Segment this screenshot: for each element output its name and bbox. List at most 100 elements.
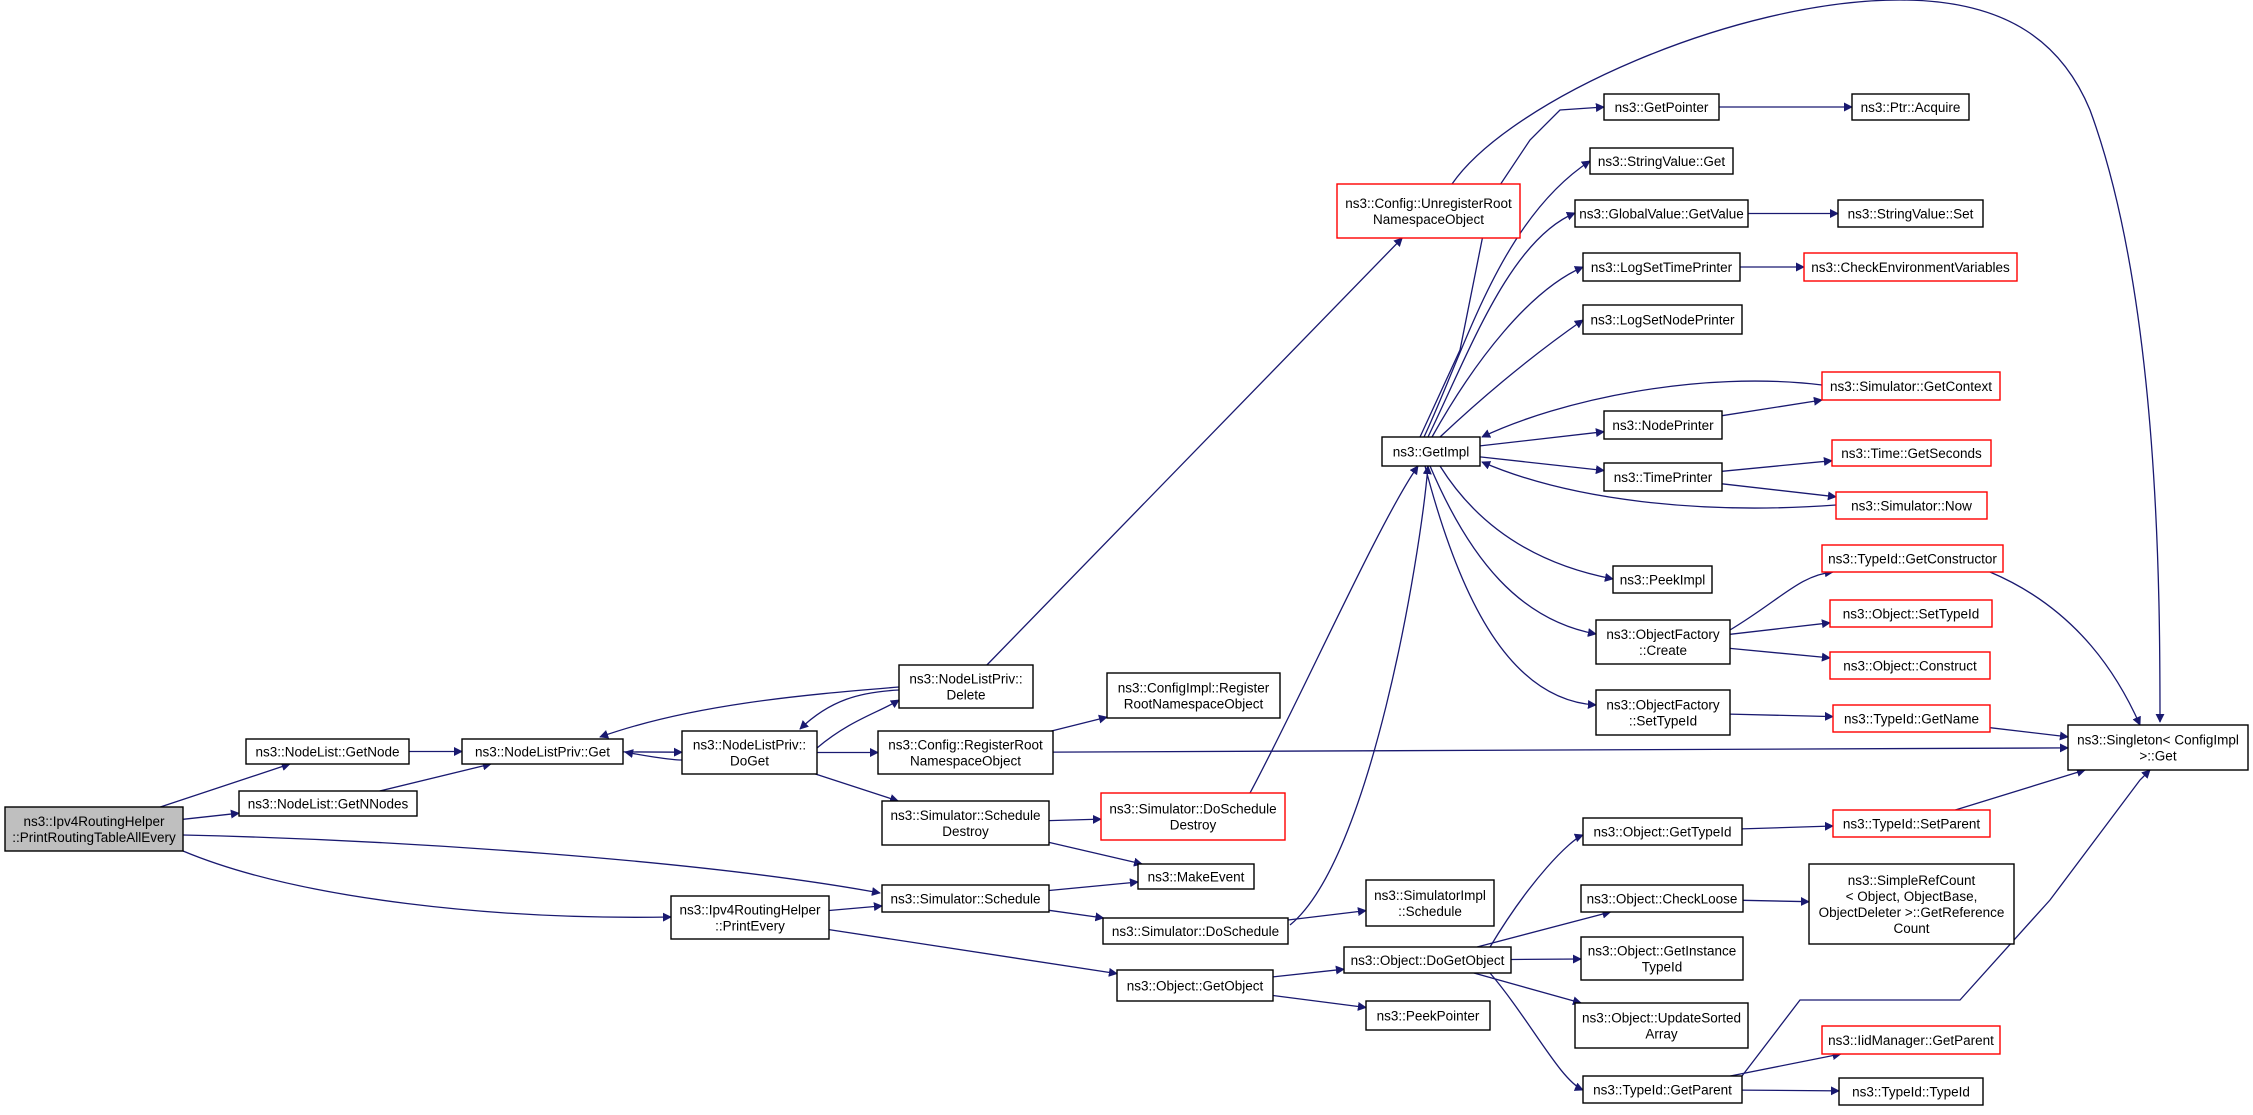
node-box[interactable] [1343,946,1512,974]
node-box[interactable] [1582,304,1743,335]
graph-node[interactable]: ns3::Simulator::GetContext [1821,371,2001,401]
node-box[interactable] [681,730,818,775]
node-box[interactable] [1808,863,2015,945]
graph-node[interactable]: ns3::TypeId::GetName [1832,704,1991,733]
node-box[interactable] [1365,879,1495,927]
node-box[interactable] [1580,884,1744,913]
node-box[interactable] [1580,936,1744,981]
node-box[interactable] [1821,1025,2001,1055]
graph-node[interactable]: ns3::Simulator::DoSchedule [1102,917,1289,945]
node-box[interactable] [1829,651,1991,680]
node-box[interactable] [1365,1000,1491,1031]
node-box[interactable] [1851,93,1970,121]
graph-node[interactable]: ns3::Object::SetTypeId [1829,599,1993,628]
graph-node[interactable]: ns3::NodePrinter [1603,410,1723,440]
graph-node[interactable]: ns3::SimpleRefCount< Object, ObjectBase,… [1808,863,2015,945]
node-box[interactable] [1829,599,1993,628]
node-box[interactable] [1821,371,2001,401]
graph-node[interactable]: ns3::Ptr::Acquire [1851,93,1970,121]
graph-node[interactable]: ns3::StringValue::Set [1837,199,1984,228]
graph-node[interactable]: ns3::TimePrinter [1603,462,1723,492]
node-box[interactable] [2067,724,2249,771]
graph-node[interactable]: ns3::TypeId::GetParent [1582,1075,1743,1104]
graph-node[interactable]: ns3::LogSetNodePrinter [1582,304,1743,335]
graph-node[interactable]: ns3::Object::CheckLoose [1580,884,1744,913]
graph-node[interactable]: ns3::TypeId::GetConstructor [1821,544,2004,573]
node-box[interactable] [1803,252,2018,282]
node-box[interactable] [898,664,1034,709]
graph-node[interactable]: ns3::NodeList::GetNode [245,738,410,765]
node-box[interactable] [877,730,1054,775]
node-box[interactable] [1835,491,1988,520]
graph-node[interactable]: ns3::Singleton< ConfigImpl>::Get [2067,724,2249,771]
graph-node[interactable]: ns3::NodeList::GetNNodes [238,790,418,817]
graph-node[interactable]: ns3::ConfigImpl::RegisterRootNamespaceOb… [1106,672,1281,719]
graph-node[interactable]: ns3::CheckEnvironmentVariables [1803,252,2018,282]
node-box[interactable] [670,895,830,940]
graph-node[interactable]: ns3::TypeId::TypeId [1838,1077,1984,1106]
node-box[interactable] [1612,565,1713,594]
graph-node[interactable]: ns3::GlobalValue::GetValue [1574,199,1749,228]
graph-node[interactable]: ns3::Object::DoGetObject [1343,946,1512,974]
graph-node[interactable]: ns3::Ipv4RoutingHelper::PrintEvery [670,895,830,940]
node-box[interactable] [245,738,410,765]
node-box[interactable] [1589,147,1734,175]
node-box[interactable] [1603,410,1723,440]
node-box[interactable] [1831,439,1992,467]
node-box[interactable] [1582,817,1743,846]
graph-node[interactable]: ns3::PeekImpl [1612,565,1713,594]
node-box[interactable] [1595,689,1731,736]
node-box[interactable] [1381,436,1481,467]
node-box[interactable] [881,884,1050,913]
graph-node[interactable]: ns3::StringValue::Get [1589,147,1734,175]
node-box[interactable] [1102,917,1289,945]
graph-node[interactable]: ns3::NodeListPriv::Get [461,738,624,765]
node-box[interactable] [1603,462,1723,492]
graph-node[interactable]: ns3::Object::Construct [1829,651,1991,680]
node-box[interactable] [1837,199,1984,228]
node-box[interactable] [1603,93,1720,121]
node-box[interactable] [1574,199,1749,228]
graph-node[interactable]: ns3::GetImpl [1381,436,1481,467]
graph-node[interactable]: ns3::NodeListPriv::DoGet [681,730,818,775]
graph-node[interactable]: ns3::PeekPointer [1365,1000,1491,1031]
node-box[interactable] [1582,252,1741,282]
graph-node[interactable]: ns3::Simulator::Schedule [881,884,1050,913]
graph-node[interactable]: ns3::MakeEvent [1137,863,1255,890]
node-box[interactable] [1582,1075,1743,1104]
node-box[interactable] [1838,1077,1984,1106]
node-box[interactable] [4,806,184,852]
node-box[interactable] [1832,809,1991,838]
graph-node[interactable]: ns3::Object::GetTypeId [1582,817,1743,846]
graph-node[interactable]: ns3::Ipv4RoutingHelper::PrintRoutingTabl… [4,806,184,852]
node-box[interactable] [1116,969,1274,1002]
graph-node[interactable]: ns3::Config::UnregisterRootNamespaceObje… [1336,183,1521,239]
node-box[interactable] [461,738,624,765]
graph-node[interactable]: ns3::IidManager::GetParent [1821,1025,2001,1055]
graph-node[interactable]: ns3::Simulator::Now [1835,491,1988,520]
graph-node[interactable]: ns3::TypeId::SetParent [1832,809,1991,838]
node-box[interactable] [238,790,418,817]
graph-node[interactable]: ns3::Object::GetObject [1116,969,1274,1002]
node-box[interactable] [1574,1002,1749,1049]
graph-node[interactable]: ns3::SimulatorImpl::Schedule [1365,879,1495,927]
node-box[interactable] [1336,183,1521,239]
node-box[interactable] [881,800,1050,846]
graph-node[interactable]: ns3::NodeListPriv::Delete [898,664,1034,709]
graph-node[interactable]: ns3::ObjectFactory::SetTypeId [1595,689,1731,736]
node-box[interactable] [1832,704,1991,733]
graph-node[interactable]: ns3::ObjectFactory::Create [1595,619,1731,665]
node-box[interactable] [1106,672,1281,719]
graph-node[interactable]: ns3::GetPointer [1603,93,1720,121]
node-box[interactable] [1821,544,2004,573]
graph-node[interactable]: ns3::Time::GetSeconds [1831,439,1992,467]
node-box[interactable] [1137,863,1255,890]
node-box[interactable] [1595,619,1731,665]
graph-node[interactable]: ns3::LogSetTimePrinter [1582,252,1741,282]
node-box[interactable] [1100,792,1286,841]
